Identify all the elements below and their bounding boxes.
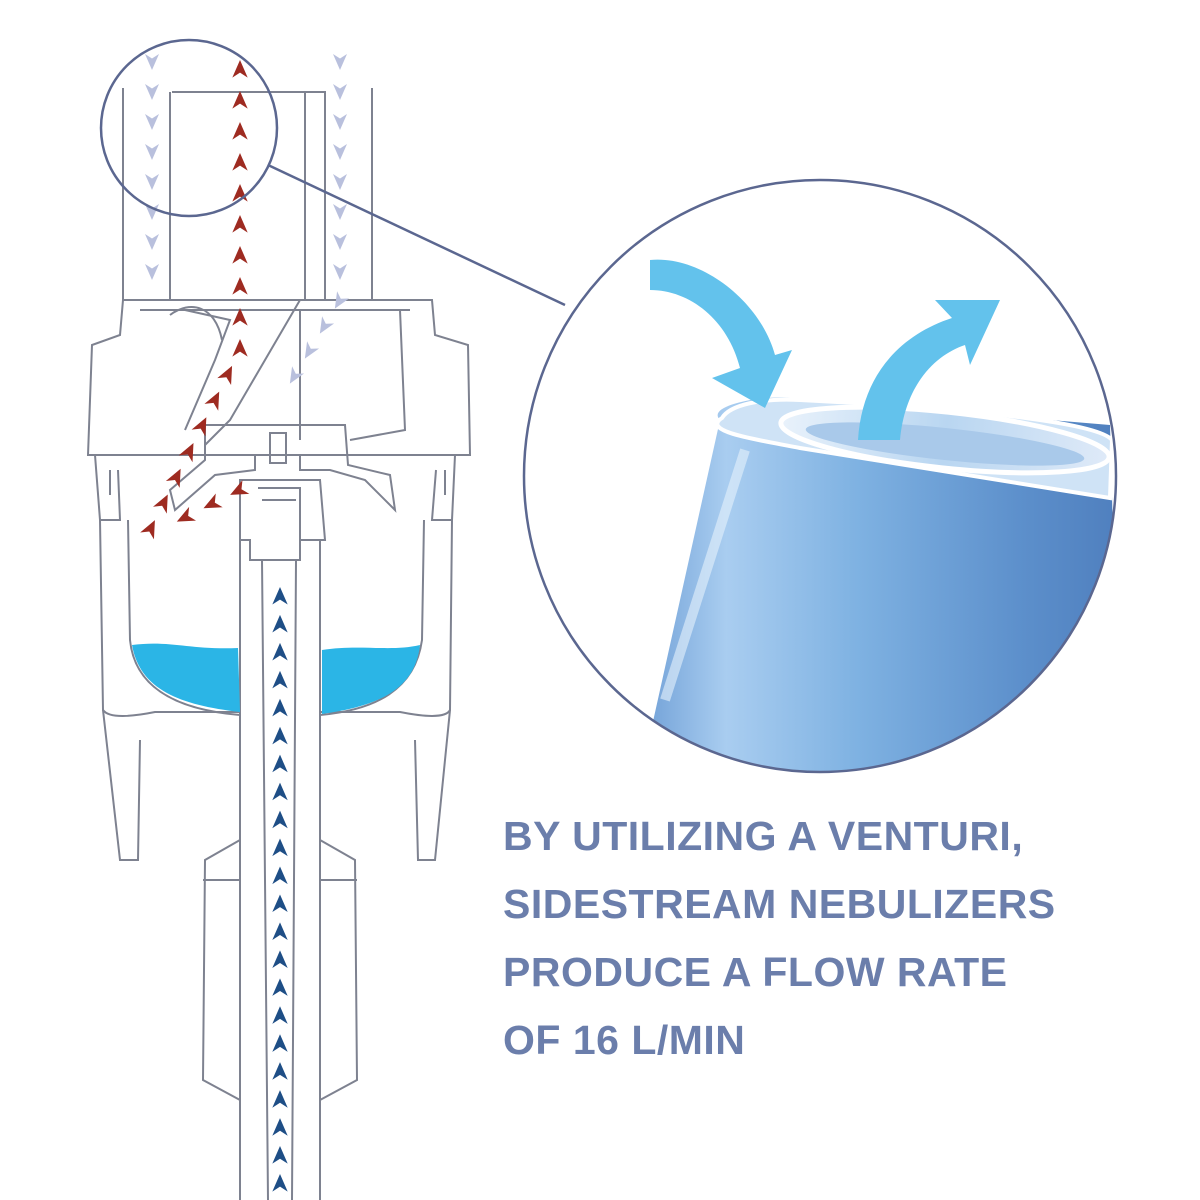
chevron-up-icon <box>272 811 287 829</box>
magnifier-connector-line <box>268 165 565 305</box>
chevron-up-icon <box>173 507 196 529</box>
chevron-up-icon <box>272 699 287 717</box>
chevron-up-icon <box>227 480 250 502</box>
magnifier-small-circle <box>101 40 277 216</box>
chevron-down-icon <box>145 174 159 190</box>
chevron-up-icon <box>272 727 287 745</box>
chevron-up-icon <box>232 246 247 264</box>
chevron-down-icon <box>145 144 159 160</box>
chevron-up-icon <box>272 922 287 940</box>
chevron-up-icon <box>272 978 287 996</box>
chevron-down-icon <box>333 204 347 220</box>
chevron-down-icon <box>145 114 159 130</box>
caption-text: BY UTILIZING A VENTURI, SIDESTREAM NEBUL… <box>503 802 1143 1074</box>
chevron-up-icon <box>272 839 287 857</box>
chevron-down-icon <box>333 114 347 130</box>
chevron-down-icon <box>145 84 159 100</box>
chevron-up-icon <box>272 783 287 801</box>
chevron-up-icon <box>232 153 247 171</box>
chevron-up-icon <box>272 894 287 912</box>
chevron-up-icon <box>272 1174 287 1192</box>
medication-liquid <box>132 644 240 712</box>
chevron-up-icon <box>272 671 287 689</box>
chevron-up-icon <box>272 1006 287 1024</box>
jet-nozzle <box>240 480 325 560</box>
zoom-view <box>524 180 1120 780</box>
chevron-up-icon <box>232 277 247 295</box>
mouthpiece-inner-tube <box>170 92 325 300</box>
chevron-up-icon <box>204 388 226 411</box>
chevron-up-icon <box>272 1090 287 1108</box>
chevron-up-icon <box>272 1034 287 1052</box>
chevron-down-icon <box>145 264 159 280</box>
chevron-up-icon <box>140 517 162 540</box>
chevron-up-icon <box>272 587 287 605</box>
gas-flow-arrows <box>272 587 287 1192</box>
chevron-down-icon <box>333 84 347 100</box>
chevron-up-icon <box>272 755 287 773</box>
chevron-up-icon <box>272 867 287 885</box>
chevron-down-icon <box>145 54 159 70</box>
caption-line: BY UTILIZING A VENTURI, <box>503 802 1143 870</box>
chevron-down-icon <box>299 341 319 362</box>
chevron-up-icon <box>232 215 247 233</box>
caption-line: PRODUCE A FLOW RATE <box>503 938 1143 1006</box>
chevron-up-icon <box>179 440 201 463</box>
chevron-up-icon <box>232 122 247 140</box>
chevron-up-icon <box>272 615 287 633</box>
chevron-down-icon <box>333 144 347 160</box>
chevron-up-icon <box>272 1118 287 1136</box>
chevron-down-icon <box>314 316 334 337</box>
chevron-up-icon <box>232 339 247 357</box>
chevron-up-icon <box>232 60 247 78</box>
chevron-down-icon <box>333 54 347 70</box>
upper-cap <box>88 300 470 455</box>
chevron-down-icon <box>145 234 159 250</box>
chevron-up-icon <box>217 362 239 385</box>
chevron-down-icon <box>284 366 304 387</box>
chevron-up-icon <box>232 91 247 109</box>
caption-line: OF 16 L/MIN <box>503 1006 1143 1074</box>
chevron-down-icon <box>333 234 347 250</box>
caption-line: SIDESTREAM NEBULIZERS <box>503 870 1143 938</box>
chevron-up-icon <box>272 643 287 661</box>
room-air-arrows <box>145 54 349 387</box>
chevron-up-icon <box>272 950 287 968</box>
chevron-down-icon <box>333 174 347 190</box>
chevron-up-icon <box>272 1146 287 1164</box>
chevron-down-icon <box>333 264 347 280</box>
chevron-up-icon <box>272 1062 287 1080</box>
chevron-up-icon <box>200 493 223 515</box>
